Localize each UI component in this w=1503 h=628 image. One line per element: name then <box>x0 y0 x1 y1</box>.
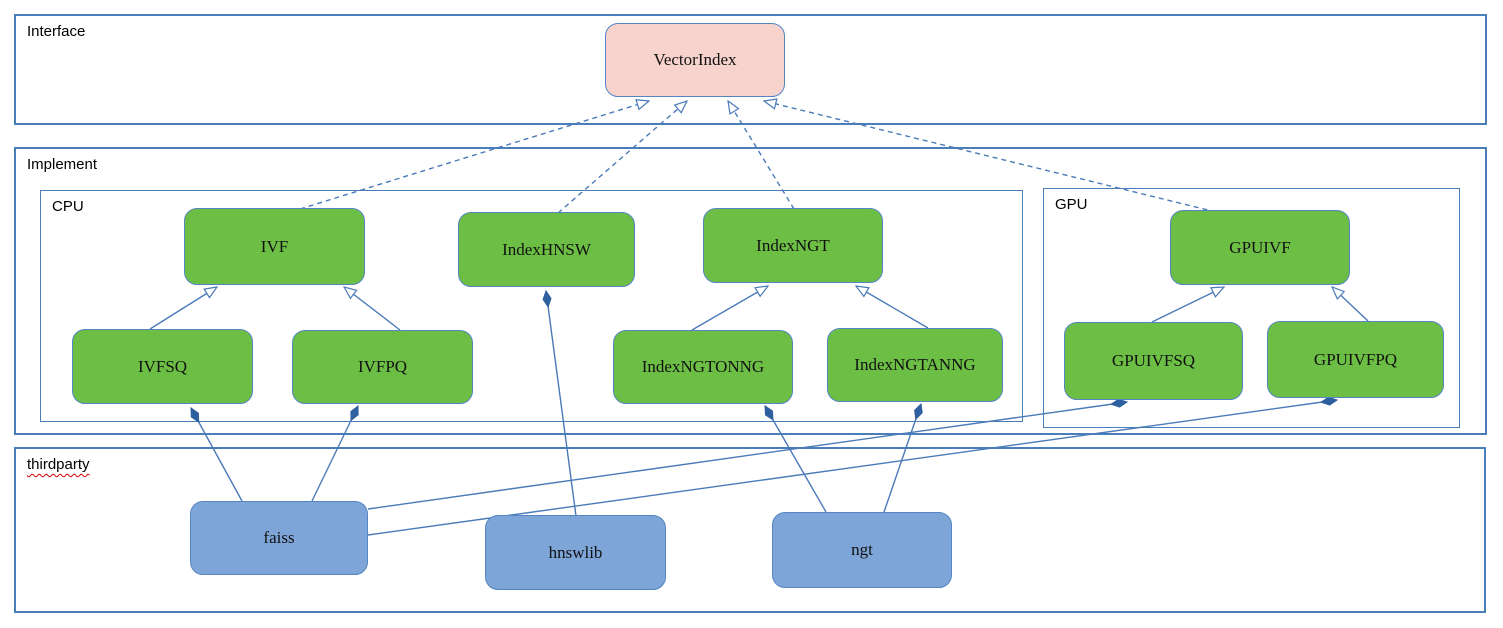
node-faiss[interactable]: faiss <box>190 501 368 575</box>
node-ivfsq-label: IVFSQ <box>137 356 188 376</box>
node-hnswlib-label: hnswlib <box>548 542 603 562</box>
node-gpuivfsq[interactable]: GPUIVFSQ <box>1064 322 1243 400</box>
node-indexhnsw-label: IndexHNSW <box>502 239 591 259</box>
node-faiss-label: faiss <box>263 528 295 547</box>
node-hnswlib[interactable]: hnswlib <box>485 515 666 590</box>
node-gpuivfpq[interactable]: GPUIVFPQ <box>1267 321 1444 398</box>
node-ivf-label: IVF <box>260 236 289 256</box>
node-indexhnsw[interactable]: IndexHNSW <box>458 212 635 287</box>
container-cpu-label: CPU <box>52 198 84 215</box>
node-vectorindex[interactable]: VectorIndex <box>605 23 785 97</box>
node-indexngtonng-label: IndexNGTONNG <box>641 357 765 376</box>
container-thirdparty-label: thirdparty <box>27 456 90 473</box>
node-gpuivfpq-label: GPUIVFPQ <box>1313 349 1398 369</box>
node-gpuivfsq-label: GPUIVFSQ <box>1111 351 1196 370</box>
node-indexngtanng[interactable]: IndexNGTANNG <box>827 328 1003 402</box>
node-ivf[interactable]: IVF <box>184 208 365 285</box>
node-ngt[interactable]: ngt <box>772 512 952 588</box>
container-gpu-label: GPU <box>1055 196 1088 213</box>
node-indexngt[interactable]: IndexNGT <box>703 208 883 283</box>
node-indexngtanng-label: IndexNGTANNG <box>854 355 976 374</box>
node-ivfsq[interactable]: IVFSQ <box>72 329 253 404</box>
node-indexngt-label: IndexNGT <box>756 235 830 255</box>
node-gpuivf-label: GPUIVF <box>1229 237 1291 257</box>
container-implement-label: Implement <box>27 156 98 173</box>
node-vectorindex-label: VectorIndex <box>653 50 737 69</box>
node-indexngtonng[interactable]: IndexNGTONNG <box>613 330 793 404</box>
container-interface-label: Interface <box>27 23 86 40</box>
node-ivfpq-label: IVFPQ <box>357 357 408 376</box>
node-ngt-label: ngt <box>851 540 873 559</box>
node-gpuivf[interactable]: GPUIVF <box>1170 210 1350 285</box>
node-ivfpq[interactable]: IVFPQ <box>292 330 473 404</box>
